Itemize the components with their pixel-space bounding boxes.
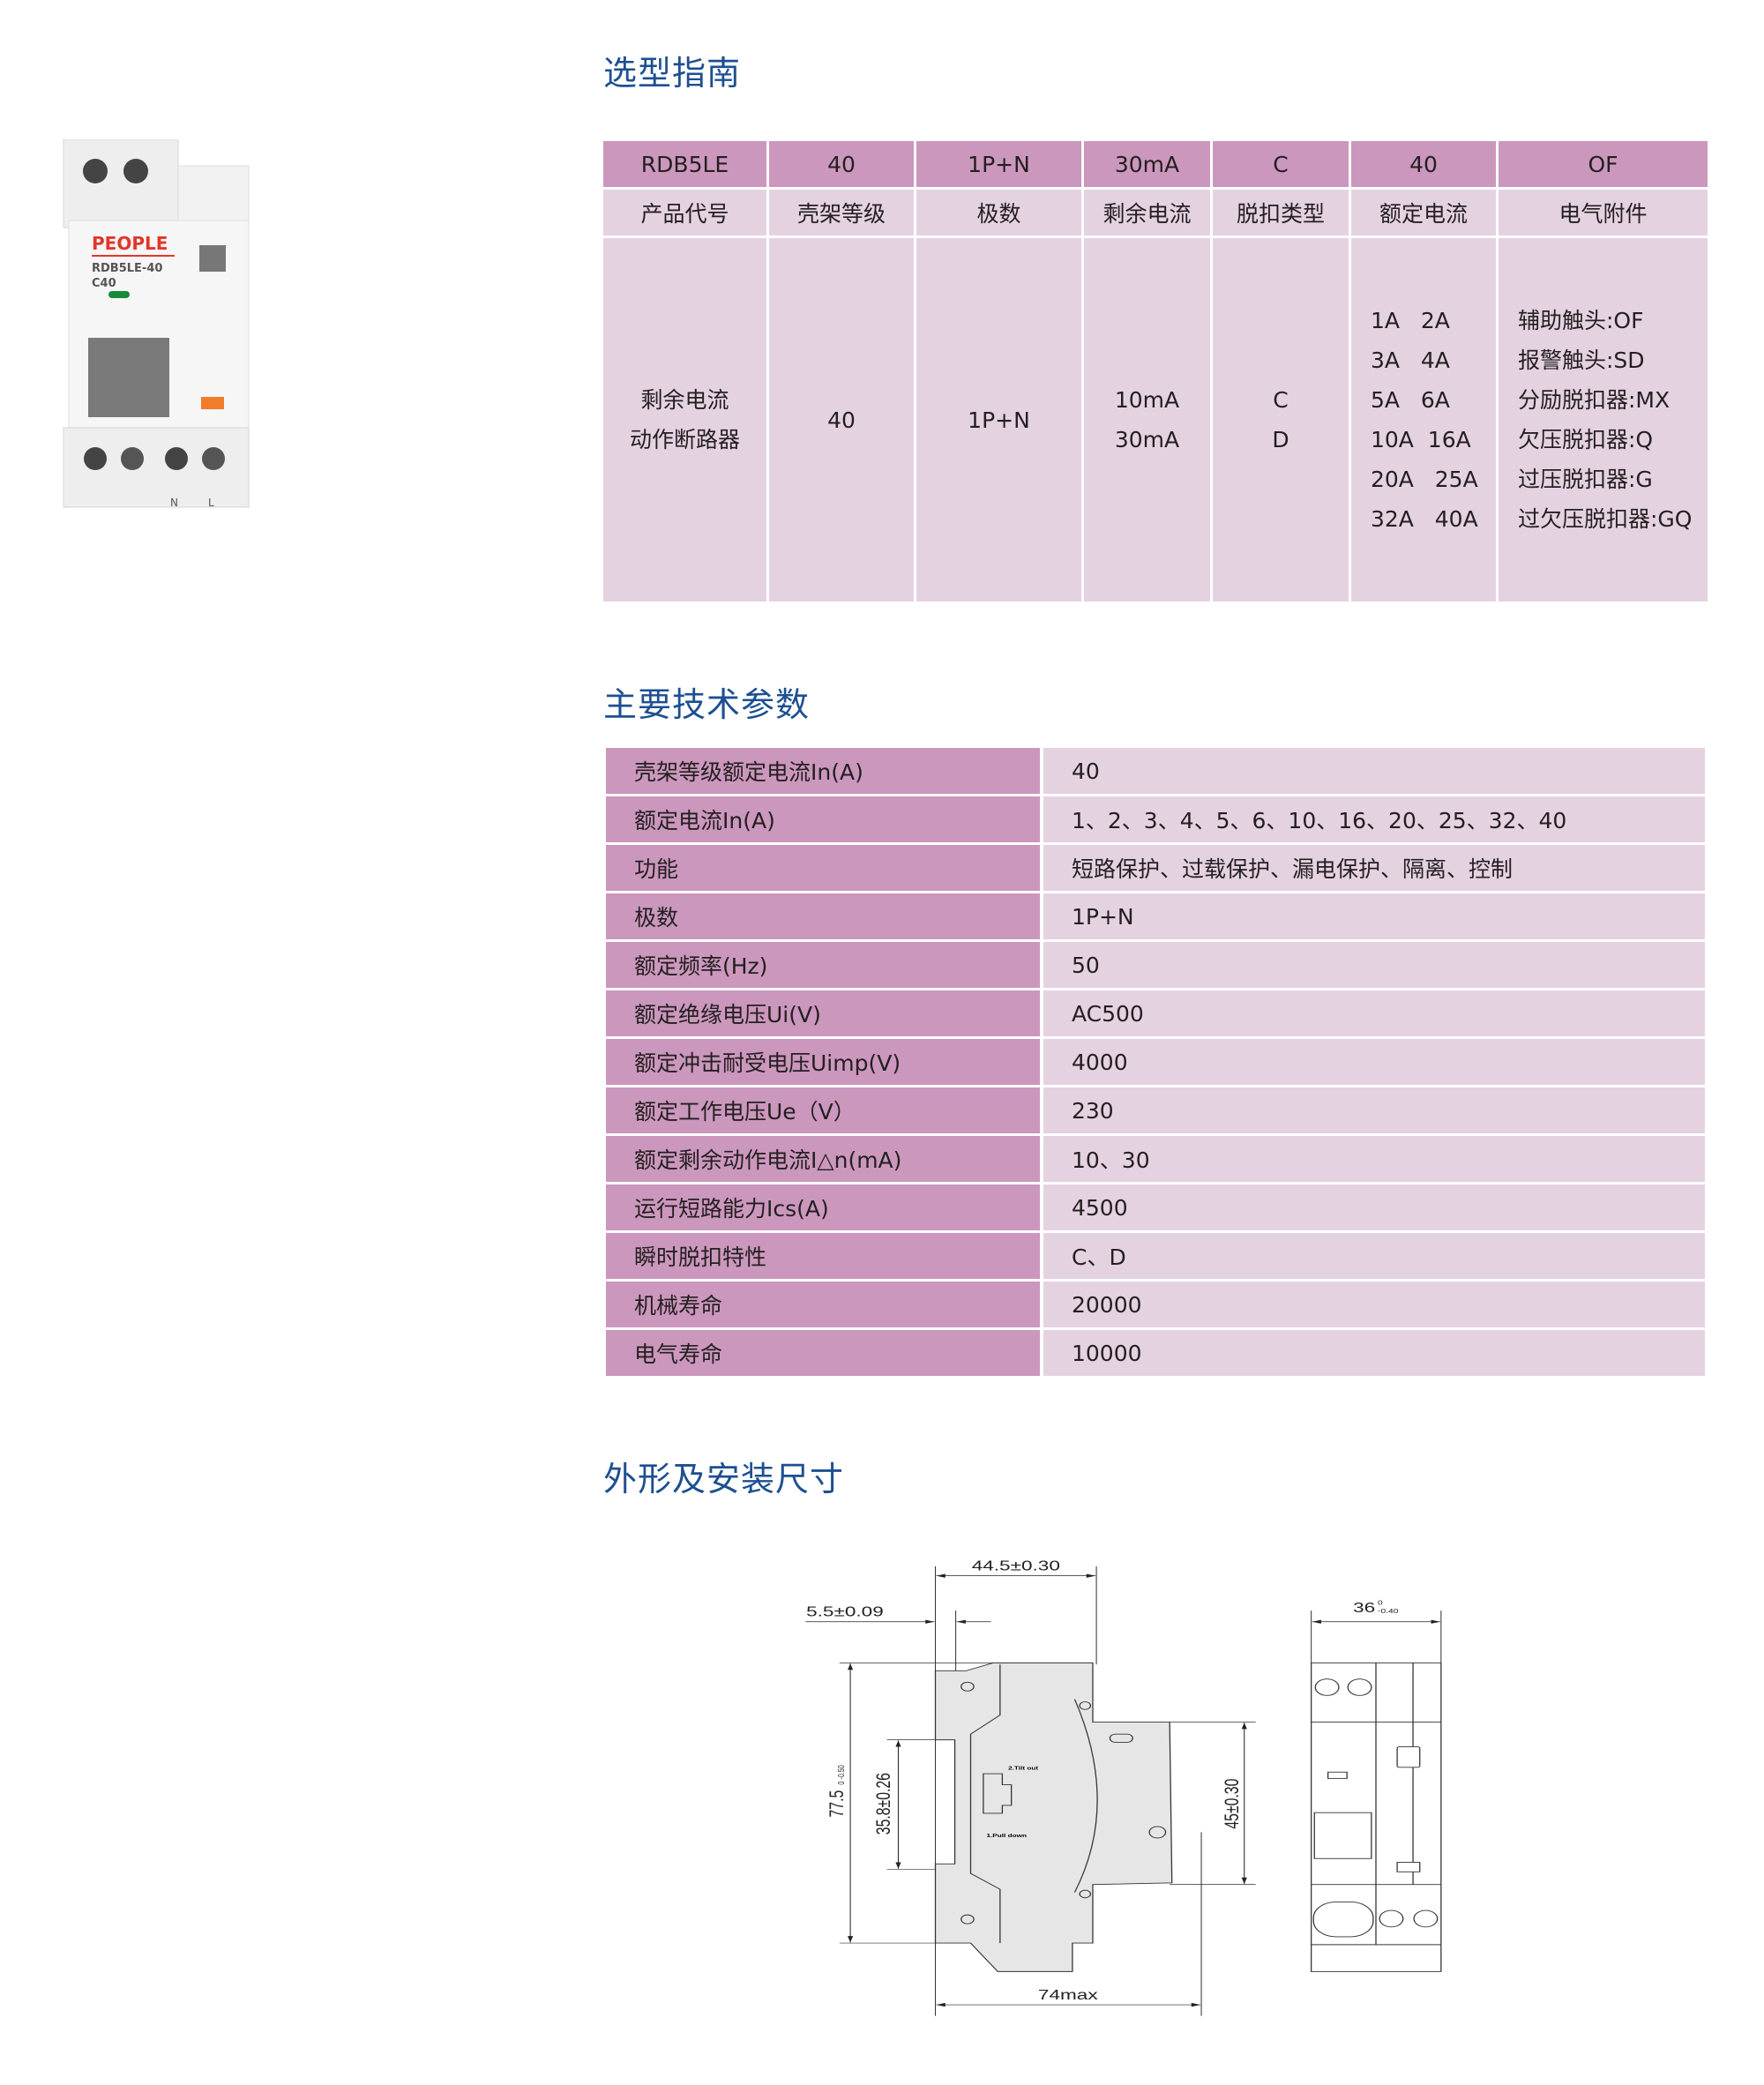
svg-text:L: L [208,497,214,509]
tilt-out-label: 2.Tilt out [1008,1766,1039,1771]
param-row: 运行短路能力Ics(A)4500 [606,1184,1705,1230]
param-value: 230 [1043,1087,1705,1133]
cell-trip: C [1213,141,1349,187]
dim-rail-label: 35.8±0.26 [873,1773,895,1835]
breaker-side-view [934,1662,1173,1972]
param-name: 功能 [606,845,1043,891]
param-row: 额定剩余动作电流I△n(mA)10、30 [606,1136,1705,1182]
dim-width-label: 44.5±0.30 [972,1558,1060,1574]
param-value: AC500 [1043,990,1705,1036]
breaker-front-view [1311,1662,1442,1972]
svg-text:C40: C40 [92,277,116,290]
param-row: 额定工作电压Ue（V）230 [606,1087,1705,1133]
svg-text:RDB5LE-40: RDB5LE-40 [92,262,162,275]
dim-depth-label: 74max [1038,1987,1098,2003]
param-value: 20000 [1043,1282,1705,1327]
example-row: RDB5LE 40 1P+N 30mA C 40 OF [603,141,1708,187]
cell-poles: 1P+N [916,141,1081,187]
dim-side-tol-low: -0.40 [1378,1608,1398,1615]
param-name: 电气寿命 [606,1330,1043,1376]
header-frame: 壳架等级 [769,190,914,235]
param-name: 额定冲击耐受电压Uimp(V) [606,1039,1043,1085]
dim-height-label: 77.5 [826,1790,848,1818]
param-row: 壳架等级额定电流In(A)40 [606,748,1705,794]
header-accessory: 电气附件 [1499,190,1708,235]
param-value: 短路保护、过载保护、漏电保护、隔离、控制 [1043,845,1705,891]
header-poles: 极数 [916,190,1081,235]
param-row: 额定频率(Hz)50 [606,942,1705,988]
cell-code: RDB5LE [603,141,766,187]
dimensions-title: 外形及安装尺寸 [603,1460,845,1498]
product-photo: PEOPLE RDB5LE-40 C40 N L [63,139,250,509]
param-name: 机械寿命 [606,1282,1043,1327]
param-value: 4500 [1043,1184,1705,1230]
param-row: 功能短路保护、过载保护、漏电保护、隔离、控制 [606,845,1705,891]
svg-text:N: N [170,497,178,509]
header-row: 产品代号 壳架等级 极数 剩余电流 脱扣类型 额定电流 电气附件 [603,190,1708,235]
dimension-drawing: 2.Tilt out 1.Pull down 44.5±0.30 5.5±0.0… [805,1558,1442,2016]
param-row: 额定电流In(A)1、2、3、4、5、6、10、16、20、25、32、40 [606,796,1705,842]
poles-value: 1P+N [916,238,1081,602]
param-name: 额定频率(Hz) [606,942,1043,988]
param-name: 额定绝缘电压Ui(V) [606,990,1043,1036]
cell-rated: 40 [1351,141,1496,187]
param-row: 额定冲击耐受电压Uimp(V)4000 [606,1039,1705,1085]
dim-side-tol-up: 0 [1378,1599,1383,1606]
param-name: 极数 [606,893,1043,939]
dim-offset-label: 5.5±0.09 [806,1604,884,1620]
param-value: C、D [1043,1233,1705,1279]
frame-value: 40 [769,238,914,602]
param-value: 10、30 [1043,1136,1705,1182]
param-name: 运行短路能力Ics(A) [606,1184,1043,1230]
param-row: 额定绝缘电压Ui(V)AC500 [606,990,1705,1036]
dim-side-label: 36 [1353,1600,1375,1616]
param-value: 1P+N [1043,893,1705,939]
header-code: 产品代号 [603,190,766,235]
brand-logo: PEOPLE [92,233,168,254]
param-value: 50 [1043,942,1705,988]
param-value: 1、2、3、4、5、6、10、16、20、25、32、40 [1043,796,1705,842]
param-name: 额定电流In(A) [606,796,1043,842]
dim-height-tol: 0 -0.50 [836,1765,847,1784]
product-type: 剩余电流动作断路器 [603,238,766,602]
cell-frame: 40 [769,141,914,187]
header-trip: 脱扣类型 [1213,190,1349,235]
header-rated: 额定电流 [1351,190,1496,235]
param-value: 4000 [1043,1039,1705,1085]
pull-down-label: 1.Pull down [986,1833,1027,1838]
selection-guide-title: 选型指南 [603,54,742,93]
param-value: 10000 [1043,1330,1705,1376]
param-name: 壳架等级额定电流In(A) [606,748,1043,794]
param-name: 额定剩余动作电流I△n(mA) [606,1136,1043,1182]
param-name: 瞬时脱扣特性 [606,1233,1043,1279]
param-value: 40 [1043,748,1705,794]
header-residual: 剩余电流 [1084,190,1210,235]
selection-table: RDB5LE 40 1P+N 30mA C 40 OF 产品代号 壳架等级 极数… [601,138,1710,604]
param-name: 额定工作电压Ue（V） [606,1087,1043,1133]
dim-front-label: 45±0.30 [1221,1779,1243,1829]
cell-residual: 30mA [1084,141,1210,187]
tech-params-title: 主要技术参数 [603,685,811,724]
cell-accessory: OF [1499,141,1708,187]
